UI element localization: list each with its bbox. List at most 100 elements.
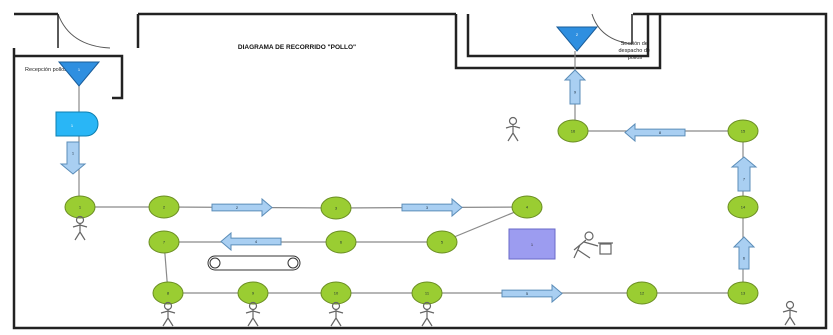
operation-circle-icon bbox=[64, 195, 96, 219]
worker-head-icon bbox=[248, 301, 258, 311]
inspection-square-icon bbox=[508, 228, 556, 260]
operation-10: 10 bbox=[320, 281, 352, 305]
operation-11: 11 bbox=[411, 281, 443, 305]
transport-arrow-icon bbox=[59, 141, 87, 175]
dispatch-room-inner-wall bbox=[466, 14, 650, 58]
transport-label: 8 bbox=[659, 130, 662, 135]
worker-body-icon bbox=[573, 239, 599, 259]
outer-wall bbox=[12, 12, 828, 330]
operation-5: 5 bbox=[426, 230, 458, 254]
transport-arrow-6: 6 bbox=[732, 236, 756, 270]
transport-arrow-icon bbox=[624, 122, 686, 143]
operation-9: 9 bbox=[237, 281, 269, 305]
worker-head-icon bbox=[163, 301, 173, 311]
worker-body-icon bbox=[160, 310, 176, 327]
worker-body-icon bbox=[328, 310, 344, 327]
transport-arrow-4: 4 bbox=[220, 231, 282, 252]
operation-label: 12 bbox=[640, 291, 645, 296]
transport-label: 5 bbox=[526, 291, 529, 296]
transport-arrow-2: 2 bbox=[211, 197, 273, 218]
worker-head-icon bbox=[331, 301, 341, 311]
operation-circle-icon bbox=[727, 281, 759, 305]
operation-14: 14 bbox=[727, 195, 759, 219]
worker-body-icon bbox=[72, 224, 88, 241]
reception-room-wall bbox=[14, 54, 124, 100]
transport-label: 2 bbox=[236, 205, 239, 210]
storage-dispatch: 2 bbox=[555, 26, 599, 52]
doors bbox=[57, 13, 633, 49]
operation-circle-icon bbox=[148, 195, 180, 219]
operation-4: 4 bbox=[511, 195, 543, 219]
operation-3: 3 bbox=[320, 196, 352, 220]
transport-arrow-icon bbox=[730, 156, 758, 192]
operation-label: 14 bbox=[741, 205, 746, 210]
inspection-label: 1 bbox=[531, 242, 534, 247]
operation-15: 15 bbox=[727, 119, 759, 143]
worker-icon bbox=[328, 301, 344, 327]
door-arc-right bbox=[591, 13, 633, 45]
operation-circle-icon bbox=[237, 281, 269, 305]
operation-label: 16 bbox=[571, 129, 576, 134]
door-arc-left bbox=[57, 13, 111, 49]
operation-label: 11 bbox=[425, 291, 430, 296]
operation-label: 7 bbox=[163, 240, 166, 245]
conveyor-outline bbox=[207, 255, 301, 271]
operation-circle-icon bbox=[426, 230, 458, 254]
transport-arrow-icon bbox=[732, 236, 756, 270]
transport-arrow-icon bbox=[501, 283, 563, 304]
worker-icon bbox=[419, 301, 435, 327]
operation-6: 6 bbox=[325, 230, 357, 254]
worker-head-icon bbox=[584, 231, 594, 241]
transport-arrow-8: 8 bbox=[624, 122, 686, 143]
worker-icon bbox=[782, 300, 798, 326]
transport-label: 6 bbox=[743, 256, 746, 261]
storage-label: 1 bbox=[78, 67, 81, 72]
worker-body-icon bbox=[782, 309, 798, 326]
storage-triangle-icon bbox=[555, 26, 599, 52]
conveyor-roller-right bbox=[287, 257, 299, 269]
operation-label: 2 bbox=[163, 205, 166, 210]
operation-label: 15 bbox=[741, 129, 746, 134]
transport-arrow-icon bbox=[220, 231, 282, 252]
operation-label: 1 bbox=[79, 205, 82, 210]
operation-label: 3 bbox=[335, 206, 338, 211]
transport-label: 1 bbox=[72, 151, 75, 156]
transport-label: 3 bbox=[426, 205, 429, 210]
walls bbox=[12, 12, 828, 330]
disposal-worker bbox=[573, 231, 613, 259]
connectors bbox=[78, 51, 744, 294]
conveyor-belt bbox=[207, 255, 301, 271]
operation-label: 8 bbox=[167, 291, 170, 296]
worker-body-icon bbox=[419, 310, 435, 327]
transport-arrow-icon bbox=[563, 69, 587, 105]
operation-label: 6 bbox=[340, 240, 343, 245]
dispatch-room-wall bbox=[454, 14, 662, 70]
operation-label: 9 bbox=[252, 291, 255, 296]
reception-label: Recepción pollos bbox=[25, 67, 67, 73]
worker-body-icon bbox=[505, 125, 521, 142]
worker-icon bbox=[245, 301, 261, 327]
operation-circle-icon bbox=[320, 281, 352, 305]
operation-13: 13 bbox=[727, 281, 759, 305]
workers bbox=[72, 116, 798, 327]
worker-head-icon bbox=[785, 300, 795, 310]
operation-circle-icon bbox=[557, 119, 589, 143]
worker-icon bbox=[505, 116, 521, 142]
transport-arrow-7: 7 bbox=[730, 156, 758, 192]
operation-circle-icon bbox=[320, 196, 352, 220]
operation-label: 4 bbox=[526, 205, 529, 210]
operation-circle-icon bbox=[727, 195, 759, 219]
operation-label: 5 bbox=[441, 240, 444, 245]
transport-arrow-3: 3 bbox=[401, 197, 463, 218]
operation-8: 8 bbox=[152, 281, 184, 305]
dispatch-label: Sección de despacho de pollos bbox=[618, 41, 651, 61]
operation-label: 13 bbox=[741, 291, 746, 296]
transport-arrow-icon bbox=[401, 197, 463, 218]
transport-arrow-5: 5 bbox=[501, 283, 563, 304]
operation-circle-icon bbox=[411, 281, 443, 305]
operation-7: 7 bbox=[148, 230, 180, 254]
transport-arrow-9: 9 bbox=[563, 69, 587, 105]
